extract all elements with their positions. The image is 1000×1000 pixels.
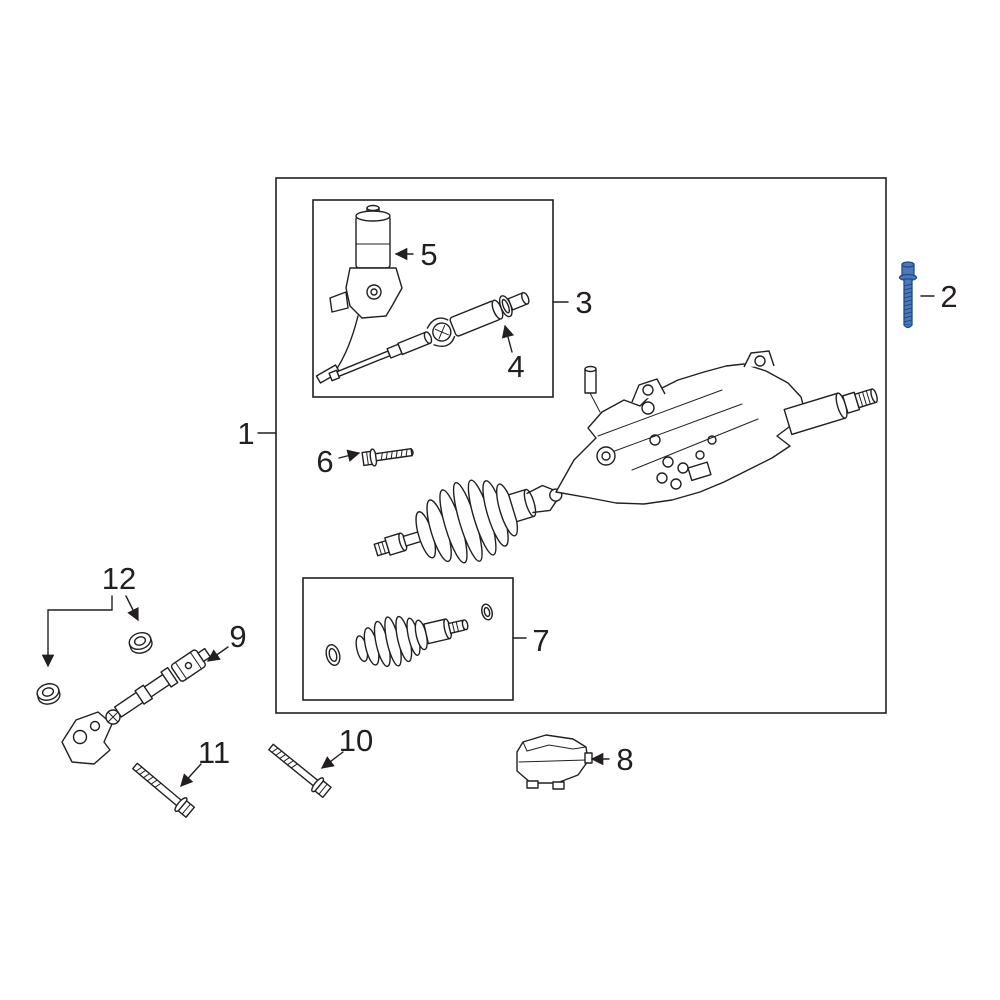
part-2-bolt-highlighted [898,261,918,329]
callout-12: 12 [41,561,139,668]
part-1-steering-column-assembly [373,350,878,564]
assembly-group-box [275,177,887,714]
part-9-intermediate-shaft [61,647,211,765]
sub-assembly-box-7 [302,577,514,701]
part-12-nut-left [36,683,61,705]
callout-label-1: 1 [237,416,254,451]
callout-11: 11 [180,735,230,787]
callout-5: 5 [394,237,438,272]
callout-10: 10 [320,723,373,769]
callout-9: 9 [206,619,247,662]
part-10-bolt [268,743,332,799]
part-7-boot [325,603,493,668]
callout-4: 4 [501,324,525,384]
callout-6: 6 [316,444,361,479]
callout-label-9: 9 [229,619,246,654]
callout-label-2: 2 [940,279,957,314]
callout-label-8: 8 [616,742,633,777]
part-12-nut-right [128,631,153,654]
callout-label-7: 7 [532,623,549,658]
callout-label-10: 10 [339,723,373,758]
callout-label-12: 12 [102,561,136,596]
part-11-bolt [132,762,196,818]
part-5-motor [315,204,403,384]
callout-3: 3 [552,285,593,320]
part-6-bolt [361,448,414,467]
part-8-bracket-module [516,734,593,790]
callout-label-4: 4 [507,349,524,384]
callout-label-3: 3 [575,285,592,320]
callout-8: 8 [590,742,634,777]
callout-label-11: 11 [198,735,230,770]
callout-label-5: 5 [420,237,437,272]
callout-label-6: 6 [316,444,333,479]
callout-7: 7 [512,623,550,658]
callout-2: 2 [920,279,958,314]
callout-1: 1 [237,416,277,451]
part-4-linkage-shaft [328,291,530,382]
sub-assembly-box-3 [312,199,554,398]
